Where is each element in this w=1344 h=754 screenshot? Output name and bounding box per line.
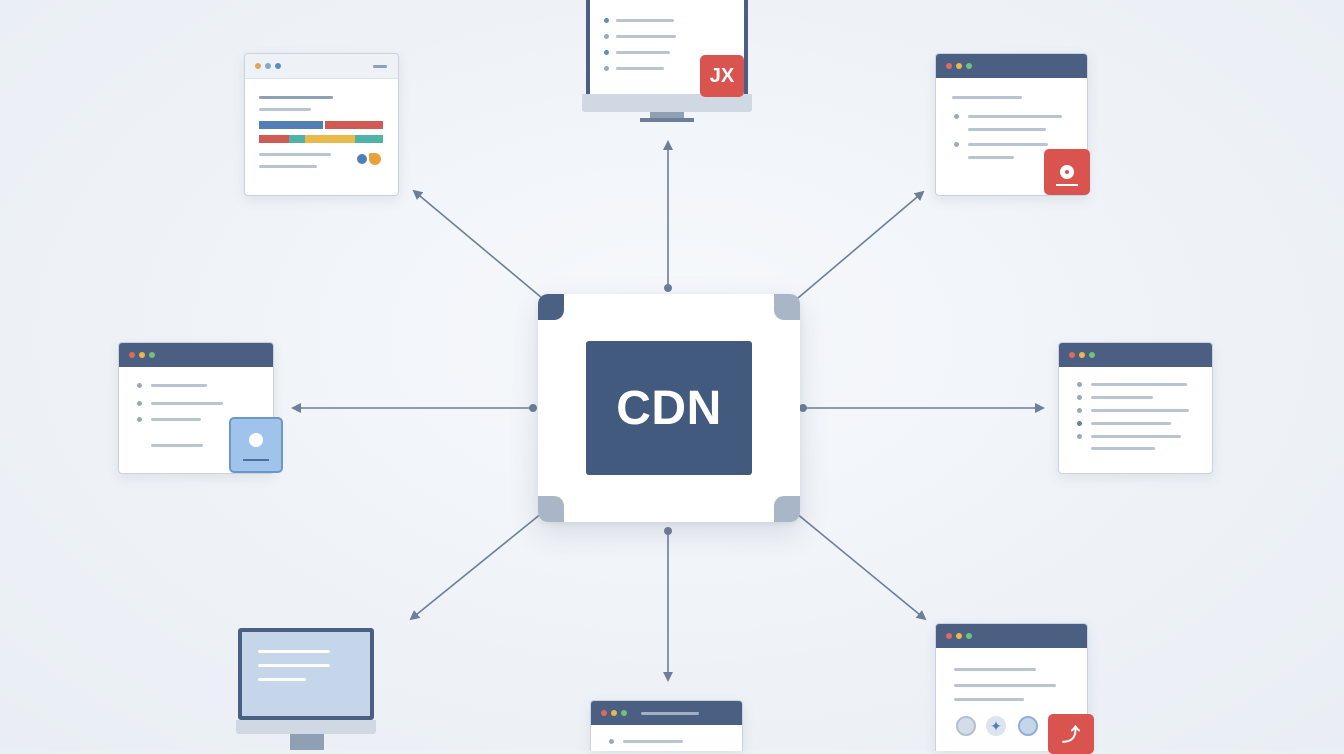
browser-window-right bbox=[1058, 342, 1213, 474]
connector-top-left bbox=[412, 189, 543, 299]
hub-corner-tr bbox=[774, 294, 800, 320]
connector-dot-bottom bbox=[664, 527, 672, 535]
window-titlebar bbox=[1059, 343, 1212, 367]
cdn-hub: CDN bbox=[538, 294, 800, 522]
desktop-monitor-bottom-left bbox=[236, 628, 378, 750]
monitor-stand bbox=[650, 112, 684, 118]
connector-dot-left bbox=[529, 404, 537, 412]
window-titlebar bbox=[119, 343, 273, 367]
plus-icon: ✦ bbox=[986, 716, 1006, 736]
settings-icon bbox=[1018, 716, 1038, 736]
monitor-base bbox=[582, 94, 752, 112]
browser-window-bottom-right: ✦ ⤴ bbox=[935, 623, 1094, 754]
window-titlebar bbox=[936, 624, 1087, 648]
code-badge: JX bbox=[700, 55, 744, 97]
window-titlebar bbox=[591, 701, 742, 725]
connector-bottom-right bbox=[795, 512, 927, 621]
hub-corner-br bbox=[774, 496, 800, 522]
monitor-foot bbox=[640, 118, 694, 122]
browser-window-top-left bbox=[244, 53, 399, 196]
browser-window-left bbox=[118, 342, 283, 474]
monitor-base bbox=[236, 720, 376, 734]
hub-corner-bl bbox=[538, 496, 564, 522]
code-badge-label: JX bbox=[709, 64, 735, 87]
cdn-label: CDN bbox=[586, 341, 752, 475]
connector-top-right bbox=[797, 190, 925, 299]
user-icon bbox=[249, 433, 263, 447]
monitor-stand bbox=[290, 734, 324, 750]
connector-dot-top bbox=[664, 284, 672, 292]
shape-icon bbox=[357, 154, 367, 164]
gear-icon bbox=[956, 716, 976, 736]
connector-bottom-left bbox=[409, 512, 543, 621]
script-icon: ⤴ bbox=[1062, 725, 1080, 745]
browser-window-top-right bbox=[935, 53, 1090, 196]
script-badge: ⤴ bbox=[1048, 714, 1094, 754]
browser-window-bottom bbox=[590, 700, 743, 751]
desktop-monitor-top: JX bbox=[582, 0, 752, 130]
hub-corner-tl bbox=[538, 294, 564, 320]
user-badge bbox=[229, 417, 283, 473]
connector-dot-right bbox=[799, 404, 807, 412]
location-badge bbox=[1044, 149, 1090, 195]
window-titlebar bbox=[245, 54, 398, 79]
window-titlebar bbox=[936, 54, 1087, 78]
monitor-screen bbox=[238, 628, 374, 720]
pin-icon bbox=[1060, 165, 1074, 179]
